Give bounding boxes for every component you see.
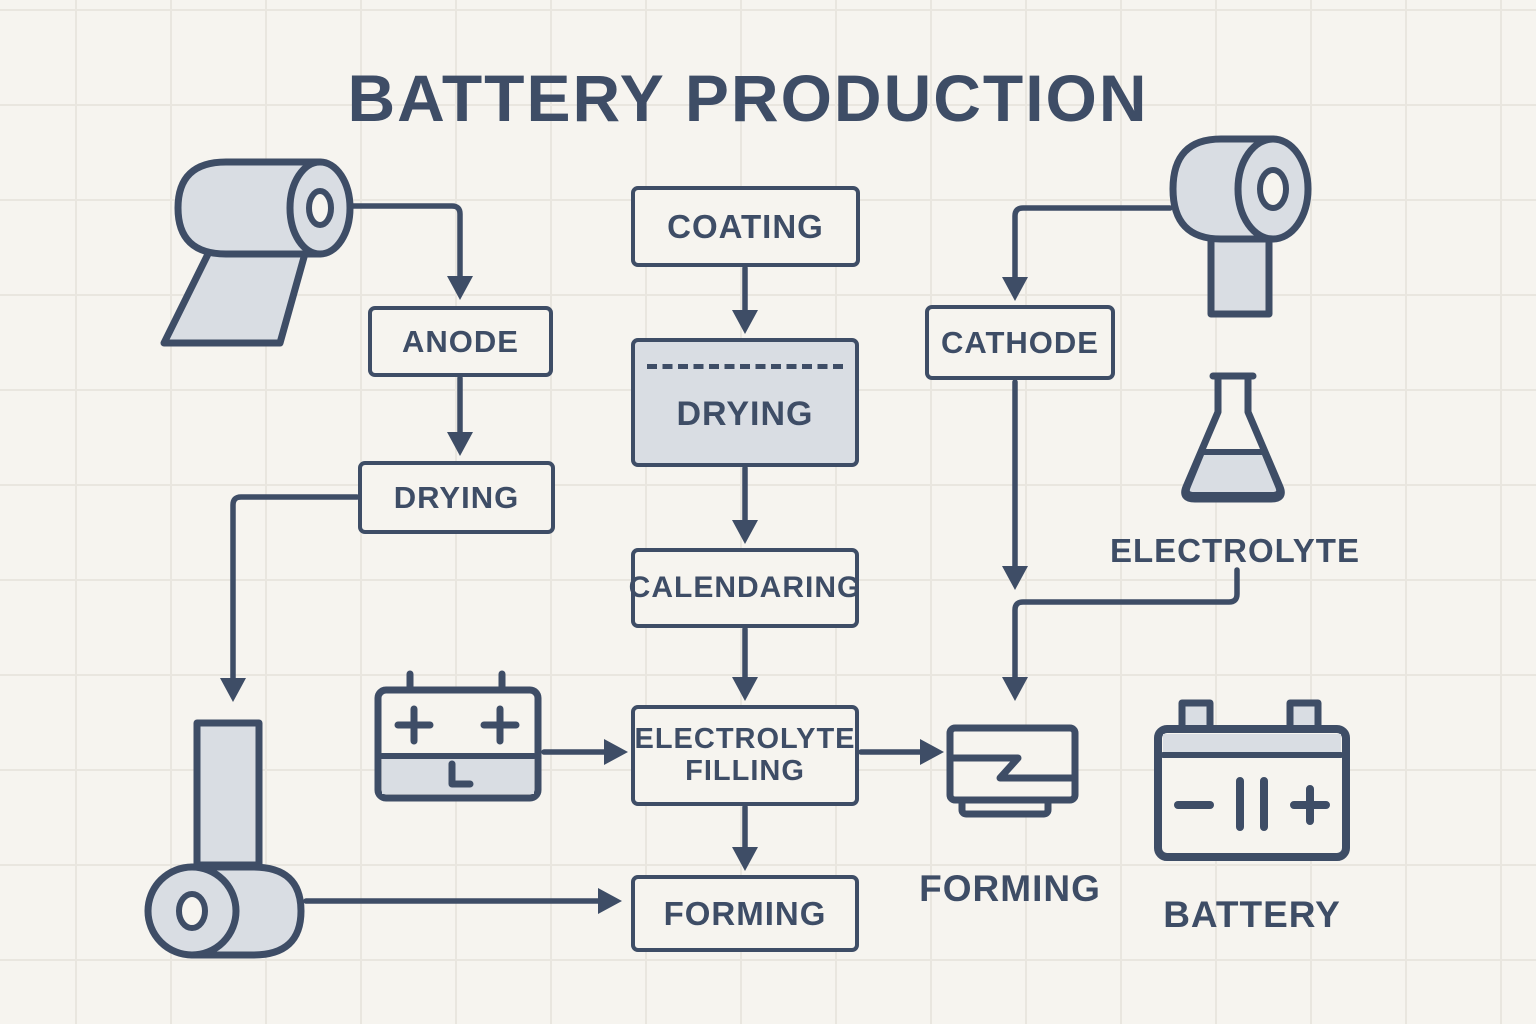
electrolyte-flask-icon xyxy=(1181,372,1285,503)
node-cathode: CATHODE xyxy=(925,305,1115,380)
battery-caption: BATTERY xyxy=(1163,894,1341,935)
node-drying-center-label: DRYING xyxy=(676,395,814,433)
electrode-stack-icon xyxy=(946,724,1079,818)
node-calendaring: CALENDARING xyxy=(628,548,862,628)
node-calendaring-label: CALENDARING xyxy=(628,571,862,604)
jelly-roll-icon xyxy=(144,719,305,959)
node-electrolyte-filling: ELECTROLYTE FILLING xyxy=(631,705,859,806)
node-coating: COATING xyxy=(631,186,860,267)
electrolyte-caption: ELECTROLYTE xyxy=(1110,532,1360,569)
node-forming: FORMING xyxy=(631,875,859,952)
cathode-foil-roll-icon xyxy=(1169,135,1312,318)
node-drying-left-label: DRYING xyxy=(393,479,520,515)
node-drying-left: DRYING xyxy=(358,461,555,534)
node-electrolyte-filling-label: ELECTROLYTE FILLING xyxy=(634,723,856,787)
anode-foil-roll-icon xyxy=(160,158,354,347)
drying-dashed-line xyxy=(647,364,843,369)
battery-cell-icon xyxy=(374,670,542,802)
node-anode: ANODE xyxy=(368,306,553,377)
node-drying-center: DRYING xyxy=(631,338,859,467)
forming-caption: FORMING xyxy=(919,868,1101,909)
node-forming-label: FORMING xyxy=(663,894,827,932)
node-coating-label: COATING xyxy=(667,207,824,245)
battery-icon xyxy=(1154,699,1350,861)
page-title: BATTERY PRODUCTION xyxy=(347,61,1149,135)
node-anode-label: ANODE xyxy=(402,323,519,359)
node-cathode-label: CATHODE xyxy=(941,324,1099,360)
